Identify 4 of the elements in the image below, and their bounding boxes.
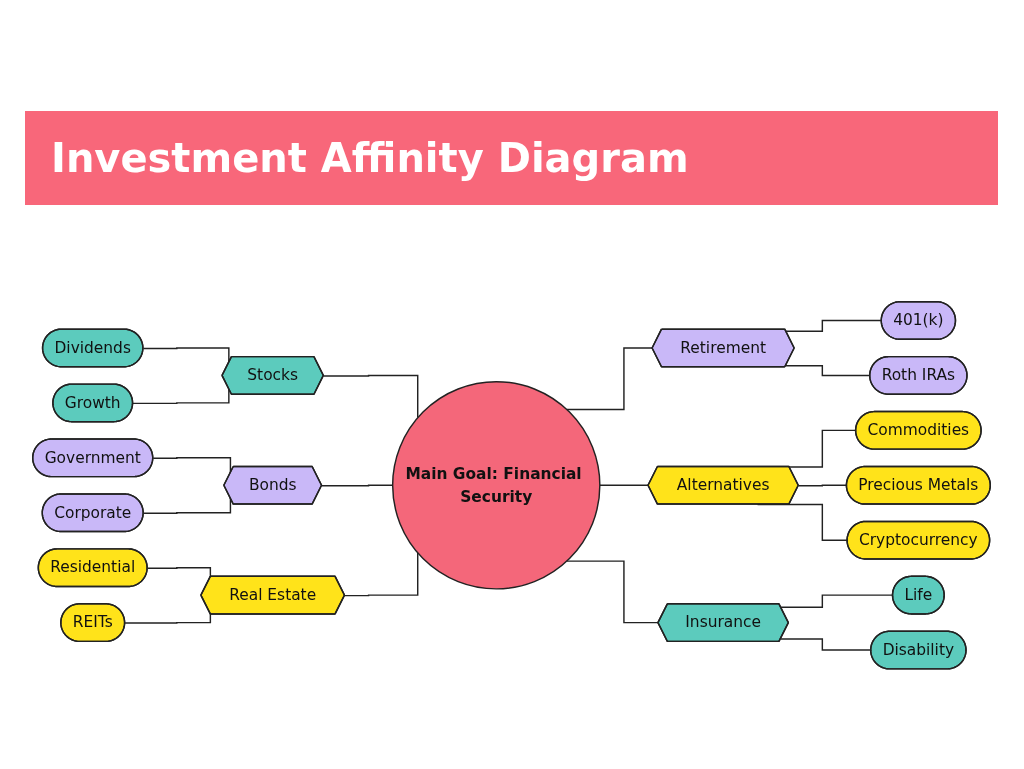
connector [124,612,212,624]
node-circle: Main Goal: Financial Security [391,380,601,590]
connector [132,387,230,404]
title-banner: Investment Affinity Diagram [25,111,998,205]
